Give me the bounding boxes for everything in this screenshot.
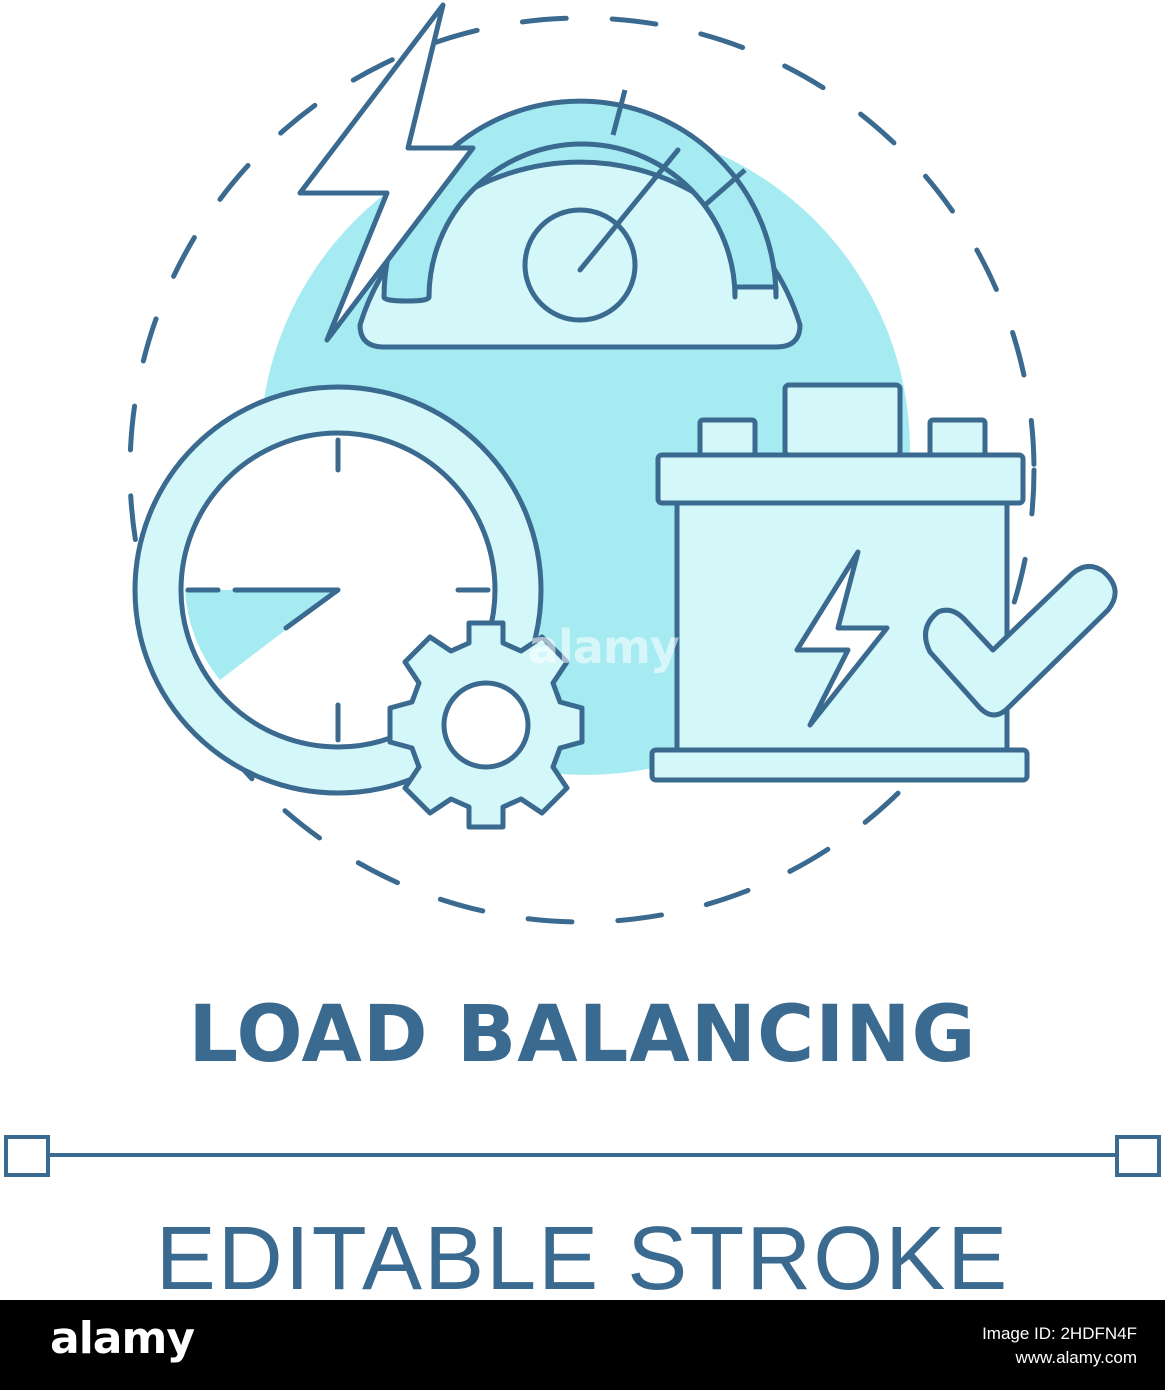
watermark: alamy bbox=[528, 620, 680, 674]
checkmark-icon bbox=[923, 564, 1118, 718]
gear-icon bbox=[387, 620, 585, 830]
site-url-text: www.alamy.com bbox=[1015, 1348, 1137, 1367]
load-balancing-illustration bbox=[4, 2, 1161, 1177]
footer-info: Image ID: 2HDFN4F www.alamy.com bbox=[982, 1322, 1137, 1370]
footer-logo: alamy bbox=[50, 1313, 195, 1364]
stock-footer-bar bbox=[0, 1300, 1165, 1390]
icon-title: LOAD BALANCING bbox=[188, 990, 977, 1080]
lightning-bolt-icon bbox=[297, 2, 476, 343]
editable-stroke-ruler bbox=[4, 1135, 1161, 1177]
speedometer-icon bbox=[357, 89, 803, 350]
battery-icon bbox=[649, 382, 1030, 783]
editable-stroke-label: EDITABLE STROKE bbox=[155, 1209, 1010, 1309]
dashed-ring bbox=[127, 15, 1037, 925]
image-id-text: Image ID: 2HDFN4F bbox=[982, 1324, 1137, 1343]
